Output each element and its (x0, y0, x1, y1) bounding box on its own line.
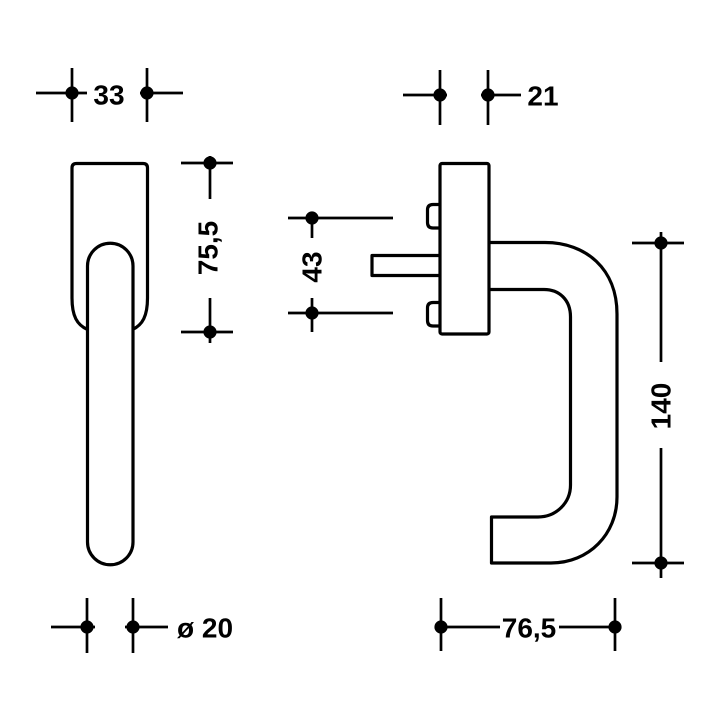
dimension-marker-dot (434, 620, 448, 634)
dimension-marker-dot (433, 88, 447, 102)
side-screw-lug-bottom (425, 300, 442, 328)
front-plate-outline (70, 161, 150, 331)
dimension-label-handle-height: 140 (646, 383, 677, 430)
dimension-projection: 76,5 (434, 598, 622, 651)
dimension-label-front-height: 75,5 (193, 221, 224, 276)
dimension-front-height: 75,5 (181, 156, 233, 343)
dimension-marker-dot (203, 156, 217, 170)
dimension-label-plate-depth: 21 (527, 81, 558, 112)
dimension-marker-dot (305, 211, 319, 225)
dimension-marker-dot (654, 556, 668, 570)
side-screw-lug-top (425, 202, 442, 230)
dimension-marker-dot (126, 620, 140, 634)
dimension-lines (439, 598, 617, 651)
side-spindle (370, 253, 442, 278)
side-handle-outline (489, 240, 619, 565)
dimension-lines (36, 68, 183, 122)
dimension-marker-dot (481, 88, 495, 102)
dimension-label-screw-spacing: 43 (297, 251, 328, 282)
dimension-handle-height: 140 (632, 232, 684, 578)
dimension-label-projection: 76,5 (502, 613, 557, 644)
side-plate-outline (438, 161, 491, 336)
side-view (370, 161, 619, 565)
dimension-marker-dot (608, 620, 622, 634)
dimension-marker-dot (65, 86, 79, 100)
dimension-plate-depth: 21 (403, 70, 559, 125)
dimension-grip-diameter: ø 20 (51, 598, 233, 653)
dimension-screw-spacing: 43 (288, 211, 393, 332)
dimension-lines (288, 212, 393, 332)
dimension-lines (51, 598, 168, 653)
dimension-label-grip-diameter: ø 20 (177, 613, 233, 644)
front-view (70, 161, 150, 567)
front-grip-outline (85, 241, 135, 567)
dimension-marker-dot (654, 236, 668, 250)
dimension-marker-dot (305, 306, 319, 320)
dimension-front-width: 33 (36, 68, 183, 122)
dimension-lines (403, 70, 521, 125)
dimension-marker-dot (140, 86, 154, 100)
dimension-marker-dot (203, 325, 217, 339)
dimension-marker-dot (80, 620, 94, 634)
dimension-label-front-width: 33 (93, 80, 124, 111)
